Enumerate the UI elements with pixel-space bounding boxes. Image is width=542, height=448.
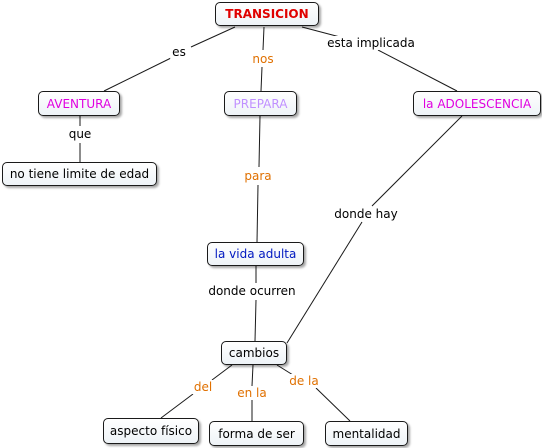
link-label-para: para bbox=[242, 169, 274, 183]
edge-es-aventura bbox=[103, 57, 172, 92]
node-cambios[interactable]: cambios bbox=[221, 341, 287, 365]
edge-prepara-para bbox=[258, 115, 261, 168]
edge-para-vida bbox=[256, 184, 259, 243]
edge-de-la-mentalidad bbox=[315, 387, 351, 422]
link-label-en-la: en la bbox=[235, 386, 269, 400]
node-aspecto-fisico[interactable]: aspecto físico bbox=[103, 418, 199, 444]
link-label-esta-implicada: esta implicada bbox=[325, 36, 417, 50]
link-label-de-la: de la bbox=[287, 374, 321, 388]
edge-transicion-es bbox=[190, 26, 236, 48]
link-label-donde-ocurren: donde ocurren bbox=[206, 284, 298, 298]
node-prepara[interactable]: PREPARA bbox=[224, 91, 297, 116]
link-label-nos: nos bbox=[250, 52, 276, 66]
node-aventura[interactable]: AVENTURA bbox=[38, 91, 120, 116]
node-forma-de-ser[interactable]: forma de ser bbox=[209, 421, 304, 446]
node-transicion[interactable]: TRANSICION bbox=[215, 2, 319, 26]
link-label-del: del bbox=[191, 380, 215, 394]
node-mentalidad[interactable]: mentalidad bbox=[325, 421, 408, 446]
edge-transicion-nos bbox=[262, 26, 265, 51]
edge-del-aspecto bbox=[160, 393, 194, 419]
edge-cambios-en-la bbox=[251, 364, 254, 387]
edge-donde-ocurren-cambios bbox=[254, 299, 257, 342]
edge-transicion-esta-implicada bbox=[301, 26, 341, 38]
edge-cambios-de-la bbox=[276, 364, 294, 376]
node-vida-adulta[interactable]: la vida adulta bbox=[207, 242, 304, 266]
edge-esta-implicada-adolescencia bbox=[377, 49, 458, 92]
edge-adolescencia-donde-hay bbox=[371, 115, 463, 207]
edge-donde-hay-cambios bbox=[286, 221, 363, 344]
edge-cambios-del bbox=[211, 364, 233, 381]
link-label-que: que bbox=[66, 127, 94, 141]
node-adolescencia[interactable]: la ADOLESCENCIA bbox=[413, 91, 541, 116]
edge-nos-prepara bbox=[260, 66, 263, 92]
link-label-es: es bbox=[170, 45, 188, 59]
link-label-donde-hay: donde hay bbox=[332, 207, 400, 221]
node-no-tiene-limite[interactable]: no tiene limite de edad bbox=[2, 162, 157, 186]
